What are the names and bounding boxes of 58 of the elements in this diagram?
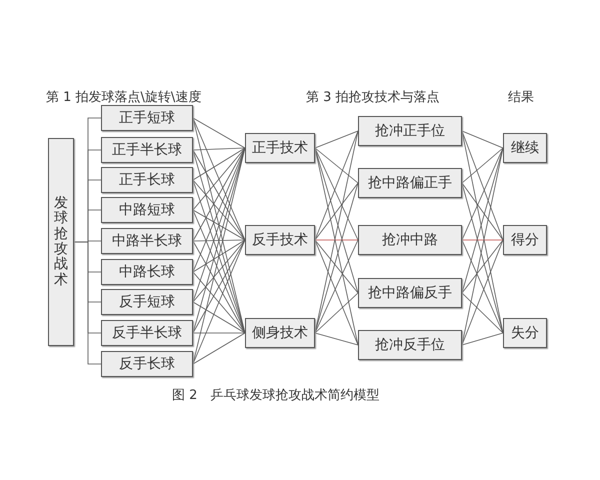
process-box: 抢中路偏正手 [358,168,462,198]
process-box: 中路短球 [101,197,193,223]
process-box: 失分 [503,318,547,348]
connector-line [192,332,246,334]
connector-line [314,148,358,184]
process-box: 反手半长球 [101,320,193,346]
process-box: 正手短球 [101,105,193,131]
connector-line [314,292,358,334]
figure-caption: 图 2 乒乓球发球抢攻战术简约模型 [172,387,380,405]
connector-line [314,182,358,240]
strategy-box: 发球抢攻战术 [48,138,74,346]
process-box: 继续 [503,133,547,163]
connector-line [192,148,246,150]
process-box: 抢冲反手位 [358,330,462,360]
process-box: 抢中路偏反手 [358,278,462,308]
connector-line [192,118,246,148]
process-box: 反手短球 [101,289,193,315]
connector-line [192,272,246,334]
connector-line [314,148,358,240]
connector-line [314,332,358,346]
connector-line [314,130,358,148]
connector-line [462,240,504,294]
process-box: 中路长球 [101,259,193,285]
connector-line [192,180,246,240]
connector-line [192,240,246,364]
connector-line [462,148,504,184]
column-heading: 结果 [508,89,534,107]
connector-line [462,148,504,294]
connector-line [462,332,504,346]
connector-line [462,182,504,240]
column-heading: 第 1 拍发球落点\旋转\速度 [46,89,202,107]
process-box: 中路半长球 [101,228,193,254]
process-box: 正手长球 [101,167,193,193]
connector-line [462,130,504,148]
process-box: 抢冲中路 [358,225,462,255]
connector-line [192,210,246,240]
process-box: 得分 [503,225,547,255]
connector-line [462,130,504,240]
connector-line [314,130,358,240]
column-heading: 第 3 拍抢攻技术与落点 [306,89,440,107]
connector-line [462,292,504,334]
connector-line [192,332,246,364]
connector-line [462,148,504,240]
connector-line [192,240,246,242]
connector-line [74,242,102,364]
connector-line [192,148,246,210]
process-box: 正手半长球 [101,137,193,163]
connector-line [192,118,246,240]
connector-line [192,302,246,334]
process-box: 侧身技术 [245,318,315,348]
process-box: 反手技术 [245,225,315,255]
connector-line [192,240,246,302]
process-box: 反手长球 [101,351,193,377]
process-box: 正手技术 [245,133,315,163]
connector-line [192,240,246,272]
connector-line [314,240,358,294]
process-box: 抢冲正手位 [358,116,462,146]
connector-line [192,148,246,180]
